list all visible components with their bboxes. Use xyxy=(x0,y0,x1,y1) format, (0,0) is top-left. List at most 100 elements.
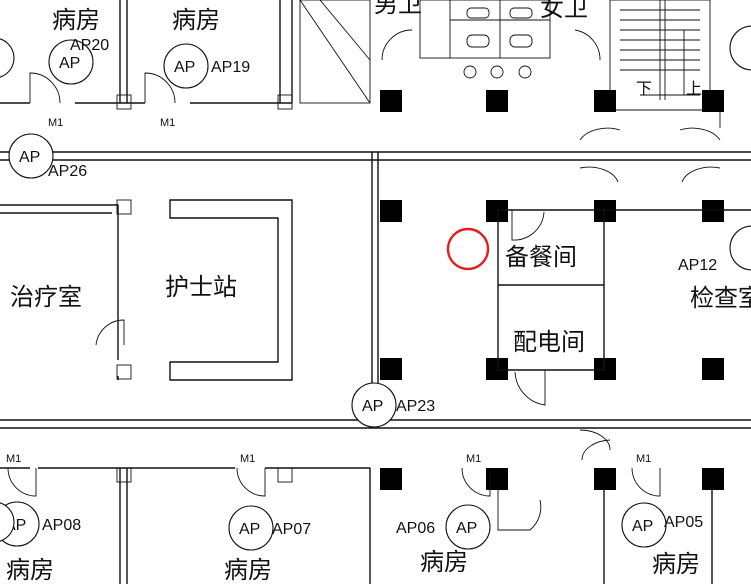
counter-corner xyxy=(278,199,293,214)
door-tag: M1 xyxy=(48,117,63,129)
ap-icon xyxy=(0,38,15,78)
stair-wall xyxy=(596,109,721,128)
pillar-outline xyxy=(277,94,293,110)
ap-icon-label: AP xyxy=(456,520,477,537)
column xyxy=(594,90,616,112)
door-swing xyxy=(236,467,266,497)
door-swing xyxy=(579,429,611,461)
door-swing xyxy=(461,467,491,497)
room-label: 病房 xyxy=(224,556,272,584)
room-label: 男卫 xyxy=(374,0,422,18)
column xyxy=(380,468,402,490)
door-swing xyxy=(511,210,545,241)
ap-icon xyxy=(621,502,667,548)
stair-label: 下 xyxy=(636,81,652,98)
access-point-ap26: AP AP26 xyxy=(8,133,87,180)
room-label: 女卫 xyxy=(540,0,588,22)
door-tag: M1 xyxy=(6,453,21,465)
shaft xyxy=(299,0,371,104)
ap-icon-label: AP xyxy=(239,521,260,538)
room-label: 检查室 xyxy=(690,284,751,312)
column xyxy=(594,468,616,490)
column xyxy=(702,358,724,380)
ap-icon-label: AP xyxy=(174,59,195,76)
access-point-ap23: AP AP23 xyxy=(351,382,435,428)
door-tag: M1 xyxy=(160,117,175,129)
ap-icon-label: AP xyxy=(632,518,653,535)
access-point-edge xyxy=(0,25,751,542)
ap-id: AP06 xyxy=(396,520,435,537)
column xyxy=(486,358,508,380)
ap-id: AP07 xyxy=(272,521,311,538)
column xyxy=(702,200,724,222)
column xyxy=(380,358,402,380)
door-tag: M1 xyxy=(636,453,651,465)
toilet-icon xyxy=(509,7,533,19)
ap-icon xyxy=(163,43,209,89)
treatment-wall xyxy=(0,204,119,360)
door-tag: M1 xyxy=(466,453,481,465)
room-label: 治疗室 xyxy=(10,283,82,311)
access-point-ap07: AP AP07 xyxy=(228,505,311,551)
toilet-block xyxy=(419,0,551,59)
room-label: 病房 xyxy=(652,550,700,578)
ap-id: AP19 xyxy=(211,59,250,76)
shaft-cross xyxy=(319,0,371,61)
ap-id: AP08 xyxy=(42,517,81,534)
access-point-ap20: AP AP20 xyxy=(48,37,109,85)
column xyxy=(380,90,402,112)
ap-icon xyxy=(351,382,397,428)
sink-icon xyxy=(463,65,477,79)
room-label: 病房 xyxy=(6,556,54,584)
door-swing xyxy=(29,72,61,104)
toilet-icon xyxy=(466,34,490,48)
door-swing xyxy=(574,29,601,61)
room-label: 护士站 xyxy=(165,273,237,301)
toilet-icon xyxy=(466,7,490,19)
ap-icon xyxy=(445,504,491,550)
door-swing xyxy=(7,467,37,497)
column xyxy=(594,200,616,222)
access-point-ap06: AP AP06 xyxy=(396,504,491,550)
highlight-marker xyxy=(446,227,490,271)
door-swing xyxy=(579,127,721,141)
room-label: 病房 xyxy=(172,6,220,34)
column xyxy=(702,468,724,490)
room-label: 配电间 xyxy=(513,328,585,356)
sink-icon xyxy=(490,65,504,79)
door-swing xyxy=(497,490,542,531)
column xyxy=(380,200,402,222)
ap-icon-label: AP xyxy=(362,398,383,415)
ap-icon xyxy=(48,39,94,85)
door-tag: M1 xyxy=(240,453,255,465)
ap-icon xyxy=(228,505,274,551)
door-swing xyxy=(579,166,721,183)
ap-icon-label: AP xyxy=(59,55,80,72)
stair-label: 上 xyxy=(686,80,702,98)
pillar-outline xyxy=(116,364,132,380)
access-point-ap05: AP AP05 xyxy=(621,502,703,548)
ap-icon xyxy=(8,133,54,179)
nurse-station-counter xyxy=(169,199,293,381)
column xyxy=(594,358,616,380)
pillar-outline xyxy=(116,94,132,110)
ap-icon xyxy=(0,502,15,542)
column xyxy=(486,90,508,112)
door-swing xyxy=(144,72,176,104)
ap-id: AP05 xyxy=(664,514,703,531)
pillar-outline xyxy=(116,199,132,215)
ap-icon xyxy=(729,25,751,71)
column xyxy=(702,90,724,112)
column xyxy=(486,200,508,222)
toilet-icon xyxy=(509,34,533,48)
column xyxy=(486,468,508,490)
access-point-ap12: AP12 xyxy=(678,225,751,274)
room-label: 病房 xyxy=(52,6,100,34)
ap-icon xyxy=(729,225,751,271)
ap-id: AP12 xyxy=(678,257,717,274)
ap-id: AP23 xyxy=(396,398,435,415)
sink-icon xyxy=(518,65,532,79)
shaft-cross xyxy=(299,0,371,104)
